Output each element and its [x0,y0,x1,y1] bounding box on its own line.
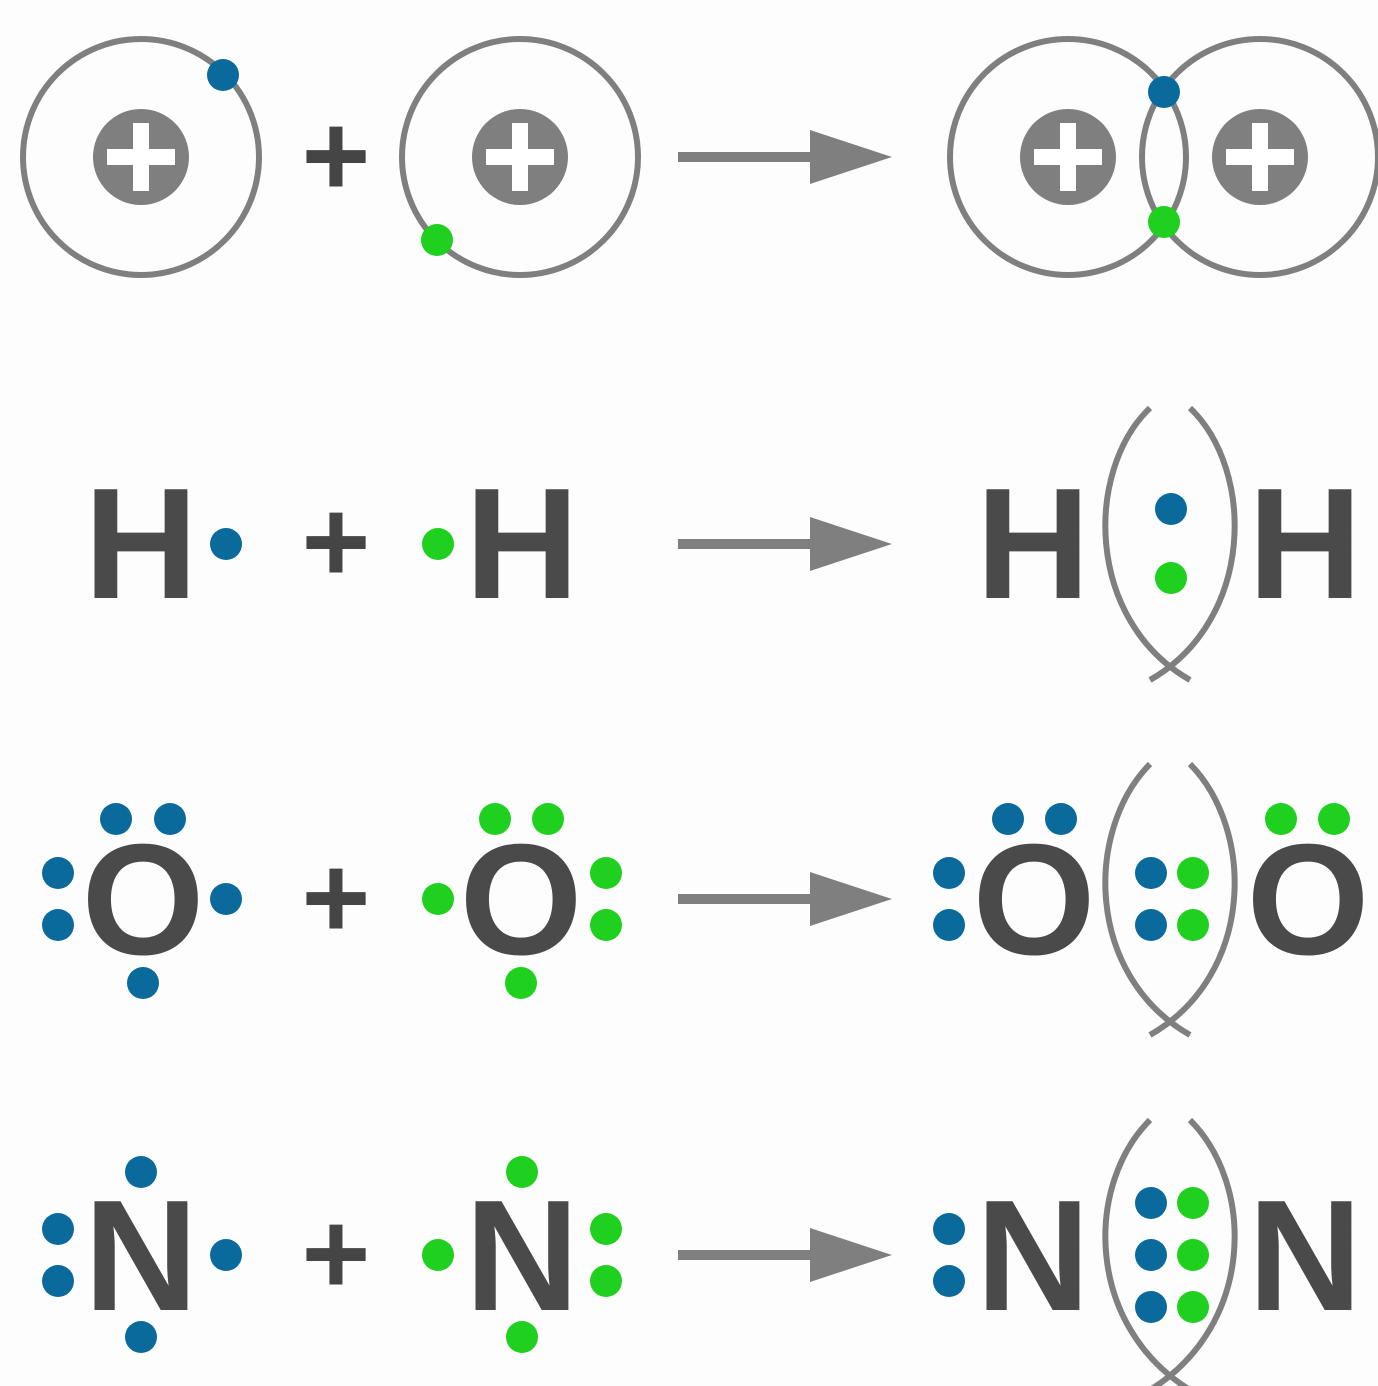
row-oxygen: O + O O [42,761,1370,1038]
bond-lens [1102,1117,1238,1386]
nucleus-plus-icon [1212,109,1308,205]
electron-a [207,59,239,91]
atom-symbol-n-b: N [465,1168,579,1344]
valence-electrons-b [422,1156,622,1353]
electron-orbit-b [399,36,641,278]
plus-operator: + [302,1188,371,1320]
bonding-electron-a [1155,493,1187,525]
atom-symbol-n-a: N [84,1168,198,1344]
plus-operator: + [302,90,371,222]
nucleus-plus-icon [1020,109,1116,205]
product-symbol-o-right: O [1247,812,1370,988]
electron-b [421,224,453,256]
row-nitrogen: N + N N [42,1117,1362,1386]
valence-electrons-a [42,803,242,999]
product-symbol-n-left: N [976,1168,1090,1344]
plus-operator: + [302,832,371,964]
bonding-electrons [1135,1187,1209,1323]
electron-b [422,528,454,560]
bond-lens [1102,761,1238,1038]
atom-symbol-h-b: H [465,456,579,632]
lone-pairs-left [933,803,1077,941]
product-symbol-o-left: O [973,812,1096,988]
atom-a-shell [20,36,262,278]
bond-lens [1102,405,1238,683]
valence-electrons-b [422,803,622,999]
bonding-electron-b [1155,562,1187,594]
valence-electrons-a [42,1156,242,1353]
product-symbol-h-right: H [1248,456,1362,632]
electron-orbit-right [1139,36,1378,278]
shared-electron-a [1148,76,1180,108]
plus-operator: + [302,476,371,608]
reaction-arrow-icon [678,872,892,926]
atom-symbol-h-a: H [84,456,198,632]
atom-symbol-o-a: O [82,812,205,988]
molecule-shell [947,36,1378,278]
reaction-arrow-icon [678,517,892,571]
reaction-arrow-icon [678,130,892,184]
product-symbol-h-left: H [976,456,1090,632]
nucleus-plus-icon [472,109,568,205]
reaction-arrow-icon [678,1228,892,1282]
electron-a [210,528,242,560]
nucleus-plus-icon [93,109,189,205]
electron-orbit-left [947,36,1189,278]
atom-b-shell [399,36,641,278]
row-hydrogen: H + H H H [84,405,1362,683]
product-symbol-n-right: N [1248,1168,1362,1344]
bonding-electrons [1135,857,1209,941]
row-shell-model: + [20,36,1378,278]
shared-electron-b [1148,206,1180,238]
atom-symbol-o-b: O [460,812,583,988]
lone-pairs-right [1265,803,1350,835]
electron-orbit-a [20,36,262,278]
lone-pair-left [933,1213,965,1297]
